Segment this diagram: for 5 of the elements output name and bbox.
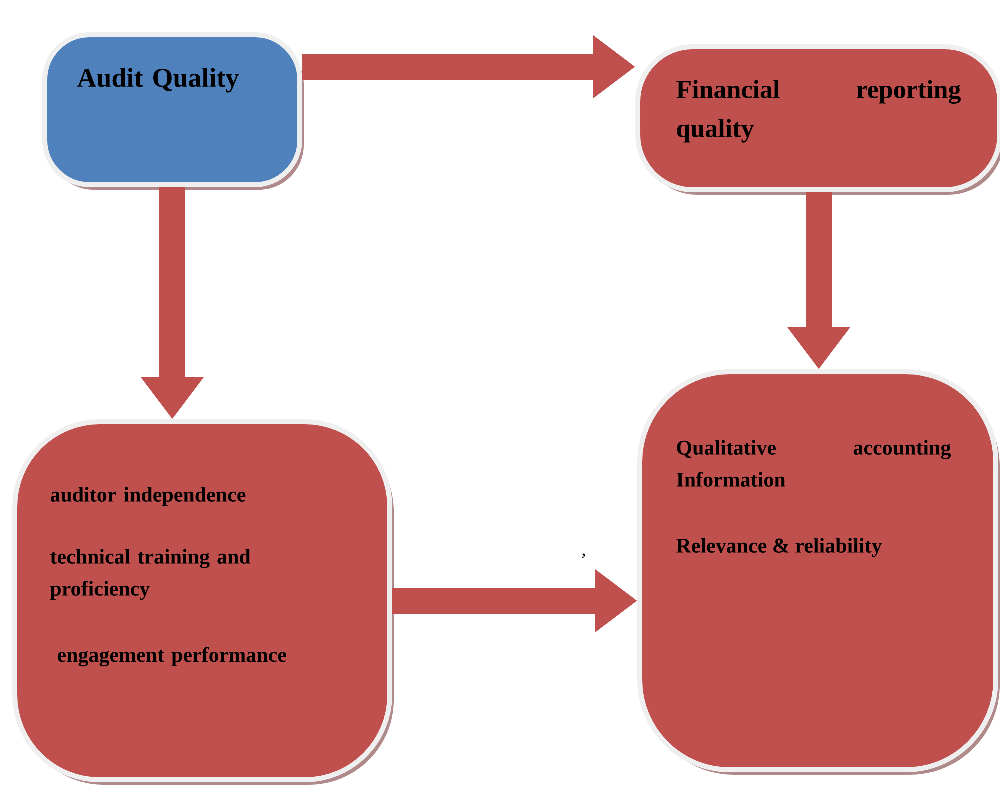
rounded-box: Financial reporting quality	[636, 44, 1000, 195]
rounded-box: auditor independence technical training and proficiency engagement performance	[12, 420, 394, 785]
note-text: ,	[582, 554, 586, 558]
rounded-box: Qualitative accounting Information Relevance & reliability	[638, 370, 1000, 775]
rounded-box: Audit Quality	[42, 32, 304, 190]
